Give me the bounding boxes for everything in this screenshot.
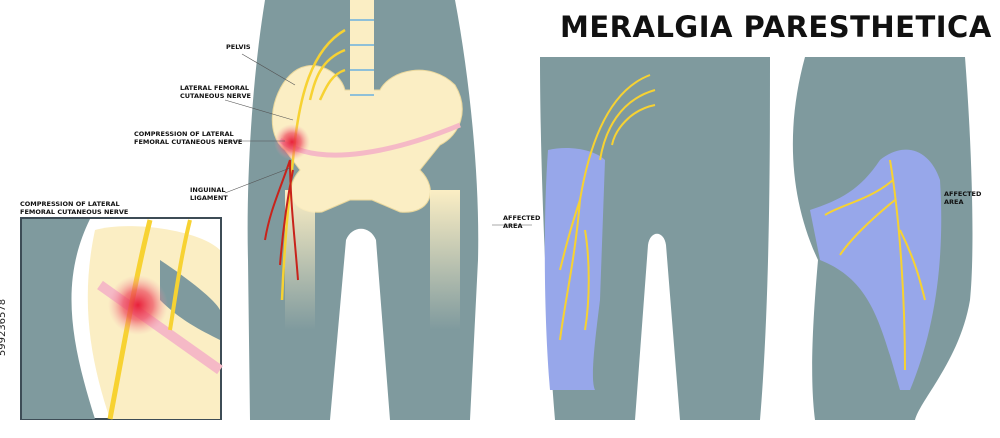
inset-zoom [20,217,223,420]
label-inguinal-ligament: INGUINAL LIGAMENT [190,186,228,202]
label-lateral-femoral-cutaneous-nerve: LATERAL FEMORAL CUTANEOUS NERVE [180,84,251,100]
front-legs-figure [540,57,770,420]
front-pelvis-figure [247,0,479,420]
label-pelvis: PELVIS [226,43,251,51]
stock-id: 599236578 [0,298,9,357]
label-affected-area-side: AFFECTED AREA [944,190,982,206]
label-affected-area-front: AFFECTED AREA [503,214,541,230]
inset-title: COMPRESSION OF LATERAL FEMORAL CUTANEOUS… [20,200,129,216]
page-title: MERALGIA PARESTHETICA [560,10,992,44]
label-compression: COMPRESSION OF LATERAL FEMORAL CUTANEOUS… [134,130,243,146]
side-leg-figure [792,57,973,420]
